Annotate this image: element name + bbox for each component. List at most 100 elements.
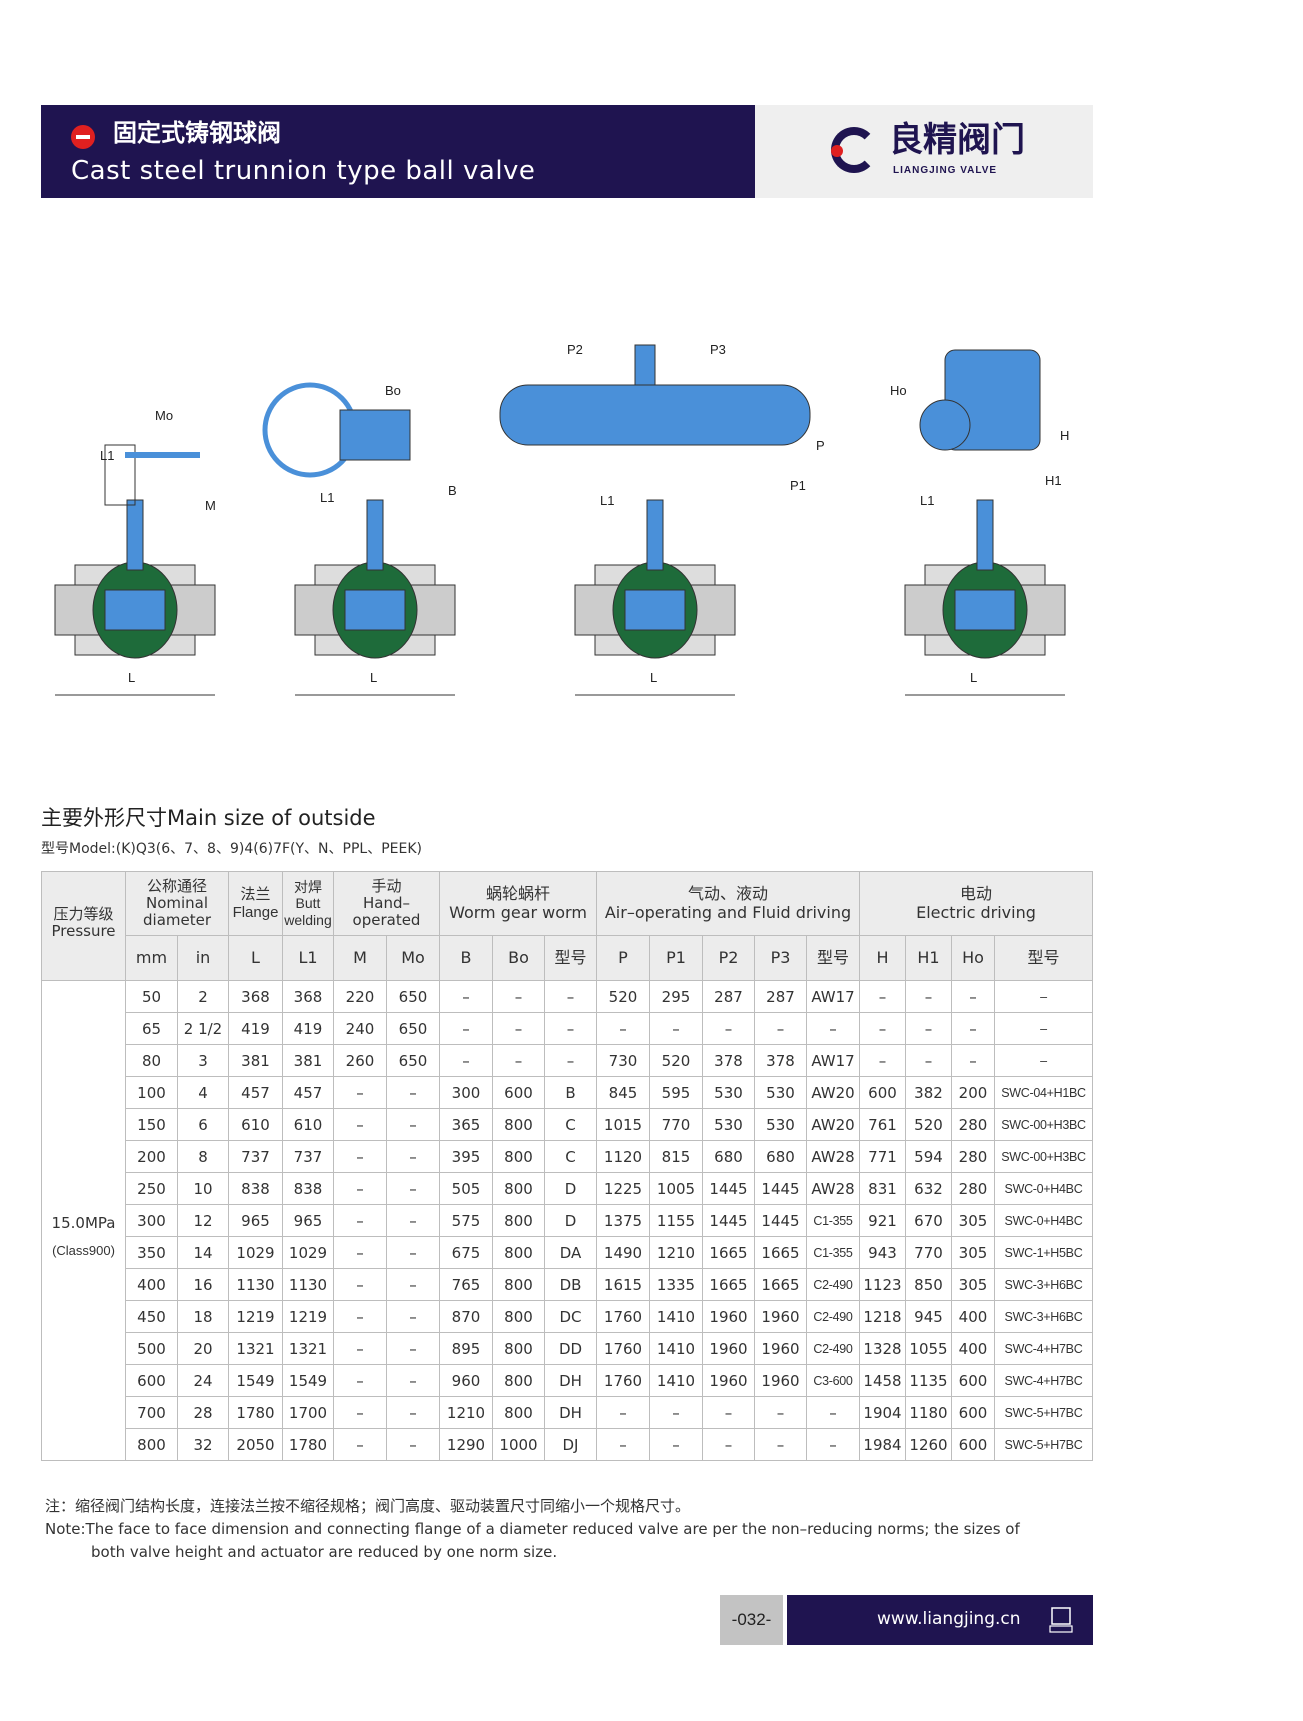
table-cell: 250: [125, 1172, 178, 1205]
column-header: P1: [649, 935, 703, 981]
worm-bore: [344, 589, 406, 631]
electric-handwheel: [919, 399, 971, 451]
header-band: 固定式铸钢球阀 Cast steel trunnion type ball va…: [41, 105, 1093, 198]
table-cell: 530: [702, 1076, 755, 1109]
table-cell: –: [596, 1396, 650, 1429]
table-cell: –: [333, 1332, 387, 1365]
table-cell: –: [333, 1140, 387, 1173]
table-cell: 800: [492, 1364, 545, 1397]
table-cell: C2-490: [806, 1300, 860, 1333]
pressure-value: 15.0MPa: [51, 1213, 116, 1232]
dimension-label: H: [1060, 428, 1069, 443]
table-cell: 800: [492, 1172, 545, 1205]
table-cell: SWC-5+H7BC: [994, 1396, 1093, 1429]
table-cell: 1155: [649, 1204, 703, 1237]
table-cell: SWC-4+H7BC: [994, 1364, 1093, 1397]
dimension-label: L: [128, 670, 135, 685]
table-cell: 20: [177, 1332, 229, 1365]
hand-stem: [126, 499, 144, 571]
table-cell: AW28: [806, 1140, 860, 1173]
table-cell: 280: [951, 1140, 995, 1173]
table-cell: –: [702, 1396, 755, 1429]
table-cell: 530: [754, 1108, 807, 1141]
worm-gearbox: [339, 409, 411, 461]
table-cell: SWC-4+H7BC: [994, 1332, 1093, 1365]
table-cell: –: [386, 1172, 440, 1205]
table-cell: –: [806, 1396, 860, 1429]
table-cell: 382: [905, 1076, 952, 1109]
table-cell: –: [386, 1236, 440, 1269]
table-cell: 600: [125, 1364, 178, 1397]
column-header: Ho: [951, 935, 995, 981]
table-cell: 280: [951, 1172, 995, 1205]
table-cell: DH: [544, 1364, 597, 1397]
table-cell: –: [386, 1076, 440, 1109]
table-cell: 960: [439, 1364, 493, 1397]
table-cell: 1130: [228, 1268, 283, 1301]
table-cell: 1445: [702, 1204, 755, 1237]
table-cell: 1029: [228, 1236, 283, 1269]
table-cell: 600: [951, 1396, 995, 1429]
table-cell: 1219: [228, 1300, 283, 1333]
table-cell: 1904: [859, 1396, 906, 1429]
website-link[interactable]: www.liangjing.cn: [877, 1609, 1021, 1629]
table-cell: –: [994, 1012, 1093, 1045]
table-cell: 895: [439, 1332, 493, 1365]
column-header: P3: [754, 935, 807, 981]
table-cell: 1180: [905, 1396, 952, 1429]
table-cell: 1225: [596, 1172, 650, 1205]
table-cell: 845: [596, 1076, 650, 1109]
table-cell: 1700: [282, 1396, 334, 1429]
table-cell: –: [951, 980, 995, 1013]
table-cell: 595: [649, 1076, 703, 1109]
table-cell: 1960: [754, 1332, 807, 1365]
table-cell: 650: [386, 980, 440, 1013]
table-cell: SWC-1+H5BC: [994, 1236, 1093, 1269]
table-cell: 240: [333, 1012, 387, 1045]
pressure-class: (Class900): [52, 1242, 115, 1258]
table-cell: 850: [905, 1268, 952, 1301]
table-cell: 530: [702, 1108, 755, 1141]
table-cell: –: [859, 980, 906, 1013]
table-cell: 965: [282, 1204, 334, 1237]
table-cell: 1665: [754, 1236, 807, 1269]
table-cell: 3: [177, 1044, 229, 1077]
table-cell: 368: [228, 980, 283, 1013]
table-cell: 600: [951, 1364, 995, 1397]
table-cell: 287: [754, 980, 807, 1013]
table-cell: 381: [282, 1044, 334, 1077]
table-cell: –: [492, 1044, 545, 1077]
dimension-label: L1: [320, 490, 334, 505]
dimension-label: P2: [567, 342, 583, 357]
table-cell: DC: [544, 1300, 597, 1333]
table-cell: 378: [702, 1044, 755, 1077]
table-cell: 575: [439, 1204, 493, 1237]
column-header: L1: [282, 935, 334, 981]
table-cell: 1410: [649, 1364, 703, 1397]
table-cell: 80: [125, 1044, 178, 1077]
table-cell: 400: [951, 1332, 995, 1365]
table-cell: –: [905, 1012, 952, 1045]
table-cell: –: [492, 980, 545, 1013]
table-cell: 150: [125, 1108, 178, 1141]
table-cell: 1120: [596, 1140, 650, 1173]
column-header: P2: [702, 935, 755, 981]
dimension-label: P1: [790, 478, 806, 493]
table-cell: 965: [228, 1204, 283, 1237]
table-cell: 4: [177, 1076, 229, 1109]
pneumatic-top: [634, 344, 656, 386]
table-cell: –: [596, 1428, 650, 1461]
table-cell: –: [333, 1172, 387, 1205]
table-cell: 1760: [596, 1332, 650, 1365]
dimension-label: L: [650, 670, 657, 685]
table-cell: 1665: [702, 1236, 755, 1269]
table-cell: 1321: [228, 1332, 283, 1365]
